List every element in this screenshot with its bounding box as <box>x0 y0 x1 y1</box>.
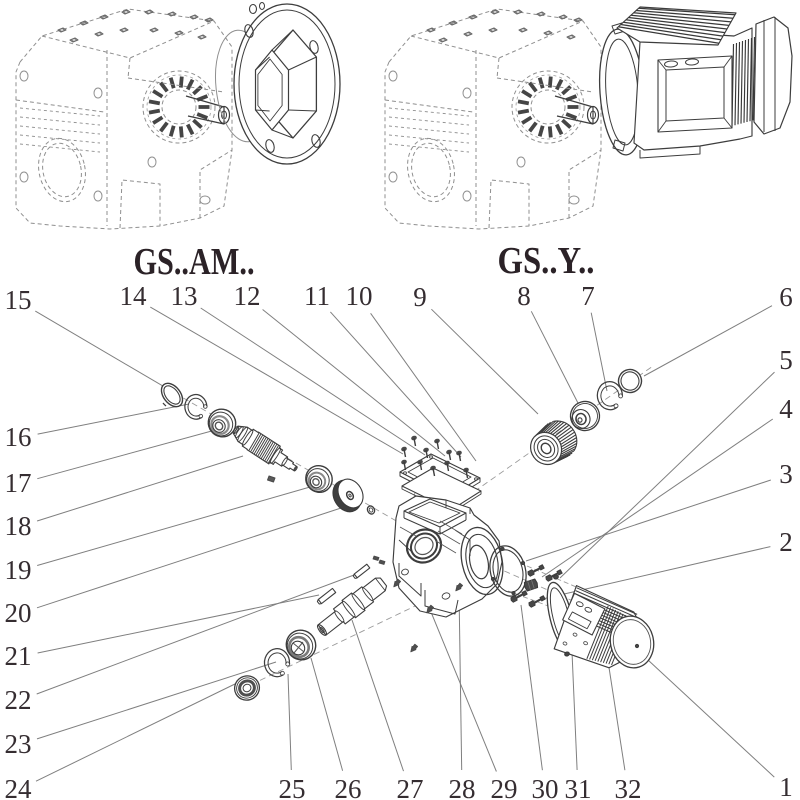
svg-text:27: 27 <box>397 774 424 800</box>
svg-text:2: 2 <box>779 527 793 557</box>
svg-text:23: 23 <box>5 729 32 759</box>
svg-text:20: 20 <box>5 598 32 628</box>
svg-text:25: 25 <box>279 774 306 800</box>
svg-text:1: 1 <box>779 772 793 800</box>
svg-text:30: 30 <box>532 774 559 800</box>
svg-text:13: 13 <box>171 281 198 311</box>
svg-text:16: 16 <box>5 422 32 452</box>
svg-text:24: 24 <box>5 774 33 800</box>
svg-text:5: 5 <box>779 345 793 375</box>
svg-text:26: 26 <box>335 774 362 800</box>
svg-text:GS..Y..: GS..Y.. <box>498 240 595 282</box>
svg-text:15: 15 <box>5 285 32 315</box>
svg-text:21: 21 <box>5 641 32 671</box>
svg-text:32: 32 <box>615 774 642 800</box>
svg-text:3: 3 <box>779 459 793 489</box>
svg-text:29: 29 <box>491 774 518 800</box>
svg-text:31: 31 <box>565 774 592 800</box>
svg-text:6: 6 <box>779 282 793 312</box>
svg-text:19: 19 <box>5 555 32 585</box>
svg-text:28: 28 <box>449 774 476 800</box>
svg-text:9: 9 <box>413 282 427 312</box>
svg-text:22: 22 <box>5 685 32 715</box>
svg-text:17: 17 <box>5 468 32 498</box>
svg-text:14: 14 <box>120 281 148 311</box>
svg-text:12: 12 <box>234 281 261 311</box>
svg-text:4: 4 <box>779 394 793 424</box>
svg-text:7: 7 <box>581 281 595 311</box>
svg-text:11: 11 <box>304 281 330 311</box>
svg-text:18: 18 <box>5 511 32 541</box>
svg-text:8: 8 <box>517 281 531 311</box>
svg-text:GS..AM..: GS..AM.. <box>134 241 255 283</box>
svg-text:10: 10 <box>346 281 373 311</box>
